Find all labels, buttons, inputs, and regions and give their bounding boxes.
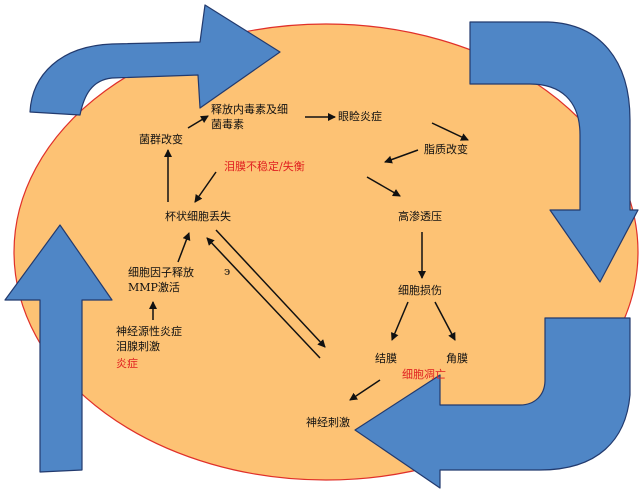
cycle-arrow-right: [469, 21, 639, 283]
arrow-damage-to-cornea: [434, 301, 456, 341]
label-conjunctiva: 结膜: [375, 352, 397, 365]
background-ellipse: [13, 23, 639, 481]
label-toxin-release-line2: 菌毒素: [211, 118, 244, 131]
label-hyperosmolarity: 高渗透压: [398, 210, 442, 223]
label-lacrimal-stimulation: 泪腺刺激: [116, 340, 160, 353]
label-toxin-release-line1: 释放内毒素及细: [211, 103, 288, 116]
cycle-arrow-left: [4, 224, 113, 473]
label-cell-damage: 细胞损伤: [398, 284, 442, 297]
arrow-to-hyperosmolarity: [366, 176, 401, 197]
label-mmp-activation: MMP激活: [128, 281, 180, 294]
arrow-conjunctiva-to-goblet: [206, 237, 321, 359]
cycle-arrow-bottom: [354, 317, 631, 489]
label-goblet-cell-loss: 杯状细胞丢失: [165, 210, 231, 223]
arrow-lipid-to-tearfilm: [384, 149, 419, 164]
arrow-flora-to-toxins: [187, 115, 209, 129]
arrow-damage-to-conjunctiva: [391, 301, 409, 341]
arrow-conjunctiva-to-nerve: [349, 379, 381, 401]
arrow-blepharitis-to-lipid: [431, 122, 469, 141]
arrow-goblet-to-conjunctiva: [215, 229, 326, 348]
label-stray-glyph: ϶: [224, 265, 231, 278]
label-inflammation: 炎症: [116, 357, 138, 370]
label-blepharitis: 眼睑炎症: [338, 110, 382, 123]
label-cornea: 角膜: [446, 352, 468, 365]
label-cytokine-release: 细胞因子释放: [128, 266, 194, 279]
arrow-cytokine-to-goblet: [177, 232, 191, 263]
label-tear-film-instability: 泪膜不稳定/失衡: [224, 160, 305, 173]
label-flora-change: 菌群改变: [139, 133, 183, 146]
cycle-arrow-top-left: [29, 4, 281, 116]
label-neurogenic-inflammation: 神经源性炎症: [116, 325, 182, 338]
arrow-tearfilm-to-goblet: [194, 171, 217, 203]
label-nerve-stimulation: 神经刺激: [306, 416, 350, 429]
label-lipid-change: 脂质改变: [424, 143, 468, 156]
label-apoptosis: 细胞凋亡: [402, 368, 446, 381]
